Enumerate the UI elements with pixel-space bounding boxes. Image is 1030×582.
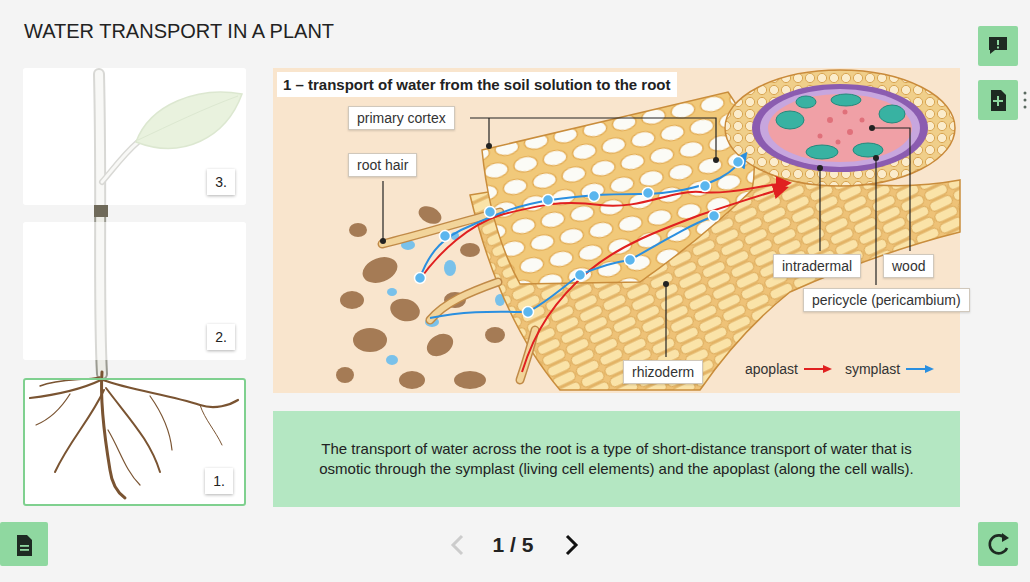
- part-name: root hair: [357, 157, 408, 173]
- legend: apoplast symplast: [743, 360, 945, 378]
- part-label: rhizoderm: [623, 360, 703, 384]
- leader-lines: [383, 118, 910, 357]
- thumbnail-panel: 2.: [23, 222, 246, 360]
- part-label: wood: [883, 254, 934, 278]
- part-name: intradermal: [782, 258, 852, 274]
- legend-arrow: [803, 364, 833, 374]
- callout-number: 2.: [207, 324, 235, 350]
- page-counter: 1 / 5: [453, 532, 573, 558]
- part-label: pericycle (pericambium): [803, 288, 970, 312]
- legend-arrow: [905, 364, 935, 374]
- callout-number: 1.: [205, 468, 233, 494]
- part-name: wood: [892, 258, 925, 274]
- thumbnail-panel: 1.: [23, 378, 246, 506]
- legend-text: symplast: [843, 360, 902, 378]
- thumbnail-panel: 3.: [23, 68, 246, 205]
- panel-heading: 1 – transport of water from the soil sol…: [277, 72, 677, 97]
- illustration-panel: 1 – transport of water from the soil sol…: [273, 68, 960, 393]
- legend-text: apoplast: [743, 360, 800, 378]
- stele-section: [725, 70, 955, 186]
- callout-number: 3.: [207, 169, 235, 195]
- part-label: intradermal: [773, 254, 861, 278]
- part-name: primary cortex: [357, 110, 446, 126]
- page-title: WATER TRANSPORT IN A PLANT: [24, 20, 334, 43]
- part-name: pericycle (pericambium): [812, 292, 961, 308]
- tool-buttons: [0, 26, 1027, 566]
- part-label: root hair: [348, 153, 417, 177]
- caption-text: The transport of water across the root i…: [303, 439, 930, 479]
- next-chevron: [567, 536, 576, 554]
- prev-chevron: [453, 536, 462, 554]
- part-name: rhizoderm: [632, 364, 694, 380]
- part-label: primary cortex: [348, 106, 455, 130]
- caption-box: The transport of water across the root i…: [273, 411, 960, 507]
